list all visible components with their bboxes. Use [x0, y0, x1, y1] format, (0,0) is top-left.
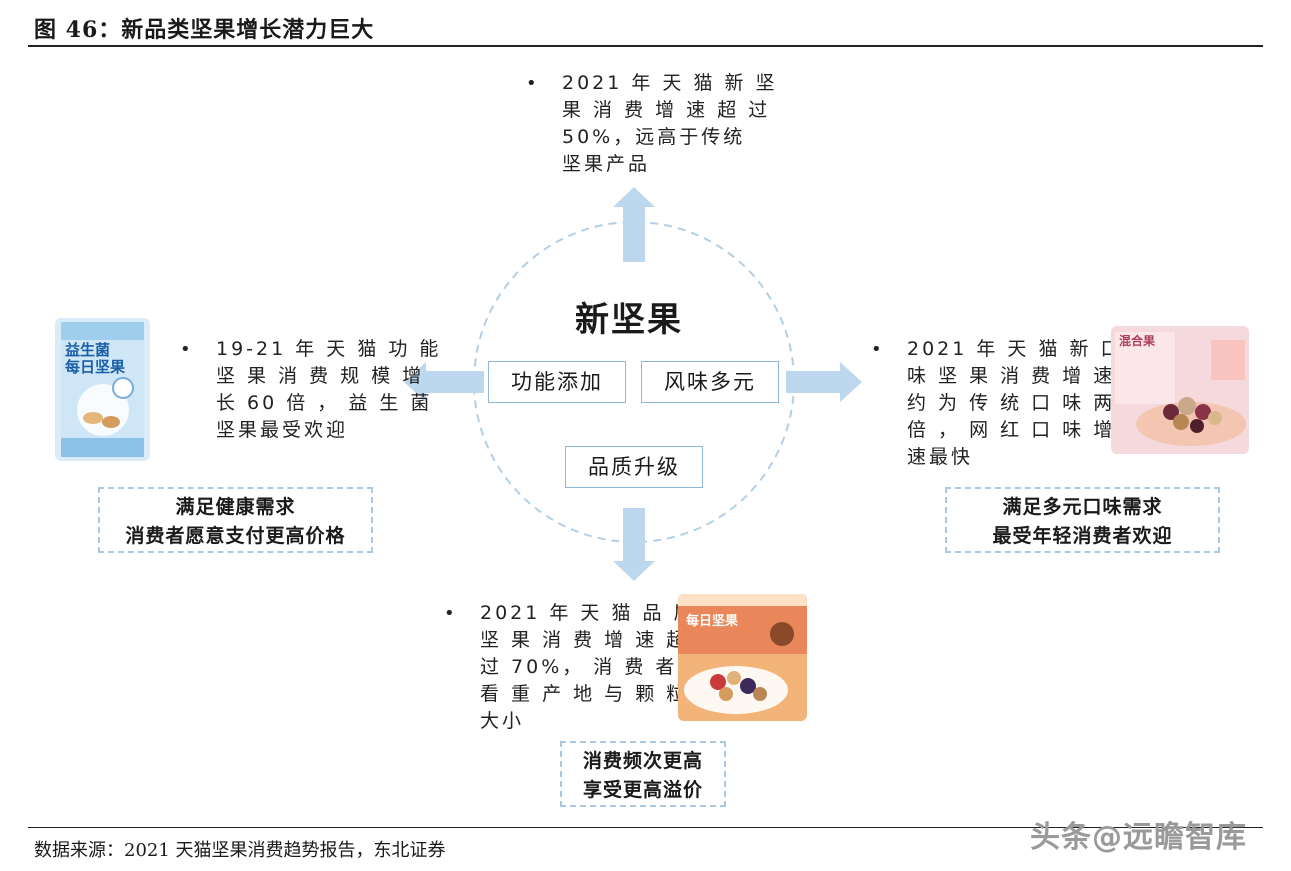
bullet-dot-icon: •: [871, 339, 882, 360]
bottom-line: 看 重 产 地 与 颗 粒: [480, 683, 689, 705]
right-summary-box: 满足多元口味需求 最受年轻消费者欢迎: [945, 487, 1220, 553]
right-line: 约 为 传 统 口 味 两: [907, 392, 1116, 414]
right-product-image: 混合果: [1111, 326, 1249, 454]
bullet-dot-icon: •: [180, 339, 191, 360]
bullet-dot-icon: •: [526, 73, 537, 94]
left-summary-line: 满足健康需求: [175, 496, 296, 518]
figure-title: 图 46：新品类坚果增长潜力巨大: [34, 17, 375, 43]
top-rule: [28, 45, 1263, 47]
bottom-summary-line: 消费频次更高: [582, 750, 703, 772]
arrow-right: [786, 362, 862, 402]
left-summary-line: 消费者愿意支付更高价格: [125, 525, 346, 547]
top-line: 50%，远高于传统: [562, 126, 746, 148]
right-product-label: 混合果: [1119, 334, 1156, 348]
source-note: 数据来源：2021 天猫坚果消费趋势报告，东北证券: [34, 840, 446, 861]
tag-quality: 品质升级: [565, 446, 703, 488]
arrow-down: [613, 508, 655, 581]
nut-bowl-illustration: [1115, 332, 1246, 446]
bottom-line: 过 70%， 消 费 者 更: [480, 656, 709, 678]
arrow-left: [404, 362, 484, 402]
bottom-product-image: 每日坚果: [678, 594, 807, 721]
bottom-line: 坚 果 消 费 增 速 超: [480, 629, 689, 651]
left-line: 坚 果 消 费 规 模 增: [216, 365, 425, 387]
bullet-dot-icon: •: [444, 603, 455, 624]
bottom-bullet: • 2021 年 天 猫 品 质 坚 果 消 费 增 速 超 过 70%， 消 …: [444, 600, 709, 735]
right-line: 味 坚 果 消 费 增 速: [907, 365, 1116, 387]
top-line: 2021 年 天 猫 新 坚: [562, 72, 778, 94]
tag-flavor: 风味多元: [641, 361, 779, 403]
watermark: 头条@远瞻智库: [1030, 820, 1247, 855]
daily-nuts-illustration: [678, 594, 807, 714]
right-summary-line: 满足多元口味需求: [1002, 496, 1163, 518]
right-summary-line: 最受年轻消费者欢迎: [992, 525, 1173, 547]
top-bullet: • 2021 年 天 猫 新 坚 果 消 费 增 速 超 过 50%，远高于传统…: [526, 70, 778, 178]
top-line: 坚果产品: [562, 153, 651, 175]
bottom-product-label: 每日坚果: [686, 614, 739, 629]
left-product-image: 益生菌 每日坚果: [55, 318, 150, 461]
bottom-line: 大小: [480, 710, 525, 732]
right-line: 倍 ， 网 红 口 味 增: [907, 419, 1116, 441]
right-line: 速最快: [907, 446, 974, 468]
top-line: 果 消 费 增 速 超 过: [562, 99, 771, 121]
center-title: 新坚果: [575, 300, 683, 340]
left-bullet: • 19-21 年 天 猫 功 能 坚 果 消 费 规 模 增 长 60 倍 ，…: [180, 336, 442, 444]
bottom-rule: [28, 827, 1263, 828]
left-product-label: 益生菌 每日坚果: [65, 342, 125, 376]
bottom-summary-box: 消费频次更高 享受更高溢价: [560, 741, 726, 807]
tag-function: 功能添加: [488, 361, 626, 403]
bottom-line: 2021 年 天 猫 品 质: [480, 602, 696, 624]
bottom-summary-line: 享受更高溢价: [582, 779, 703, 801]
left-line: 坚果最受欢迎: [216, 419, 349, 441]
right-bullet: • 2021 年 天 猫 新 口 味 坚 果 消 费 增 速 约 为 传 统 口…: [871, 336, 1123, 471]
nut-bag-illustration: [61, 322, 144, 457]
left-line: 长 60 倍 ， 益 生 菌: [216, 392, 433, 414]
product-name-text: 每日坚果: [65, 358, 126, 376]
left-summary-box: 满足健康需求 消费者愿意支付更高价格: [98, 487, 373, 553]
left-line: 19-21 年 天 猫 功 能: [216, 338, 442, 360]
product-brand-text: 益生菌: [65, 341, 111, 359]
arrow-up: [613, 187, 655, 262]
right-line: 2021 年 天 猫 新 口: [907, 338, 1123, 360]
